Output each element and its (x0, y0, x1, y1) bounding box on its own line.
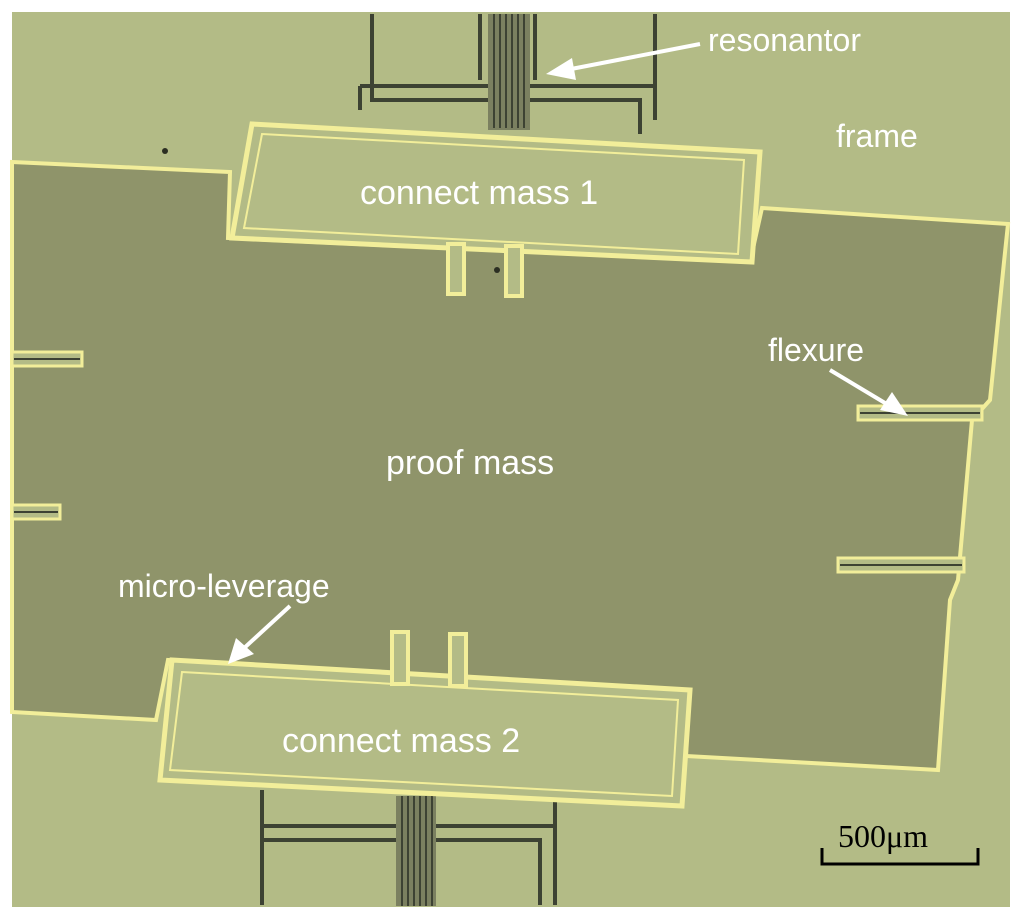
top-resonator-beams (488, 14, 530, 130)
label-connect-mass-1: connect mass 1 (360, 174, 599, 212)
label-micro-leverage: micro-leverage (118, 568, 330, 604)
connect-mass-2-outline (157, 657, 693, 809)
top-leverage-tabs (446, 242, 524, 298)
label-resonator: resonantor (708, 22, 861, 58)
label-connect-mass-2: connect mass 2 (282, 722, 521, 760)
scale-bar-label: 500μm (838, 818, 929, 854)
connect-mass-1-inner (242, 132, 746, 256)
micro-leverage-arrow-head (228, 638, 254, 664)
label-frame: frame (836, 118, 918, 154)
flexure-arrow-head (880, 392, 908, 416)
bottom-resonator-beams (396, 796, 436, 906)
label-proof-mass: proof mass (386, 444, 555, 482)
annotation-arrows (228, 42, 908, 664)
connect-mass-2-inner (168, 670, 680, 798)
top-resonator-structure (358, 14, 657, 134)
scale-bar (820, 848, 980, 866)
connect-mass-1-outline (229, 121, 763, 265)
flexure-trenches (14, 358, 980, 566)
bottom-leverage-tabs (390, 630, 468, 688)
resonator-arrow-head (546, 58, 576, 80)
debris-speck (494, 267, 500, 273)
debris-speck (162, 148, 168, 154)
label-flexure: flexure (768, 332, 865, 368)
